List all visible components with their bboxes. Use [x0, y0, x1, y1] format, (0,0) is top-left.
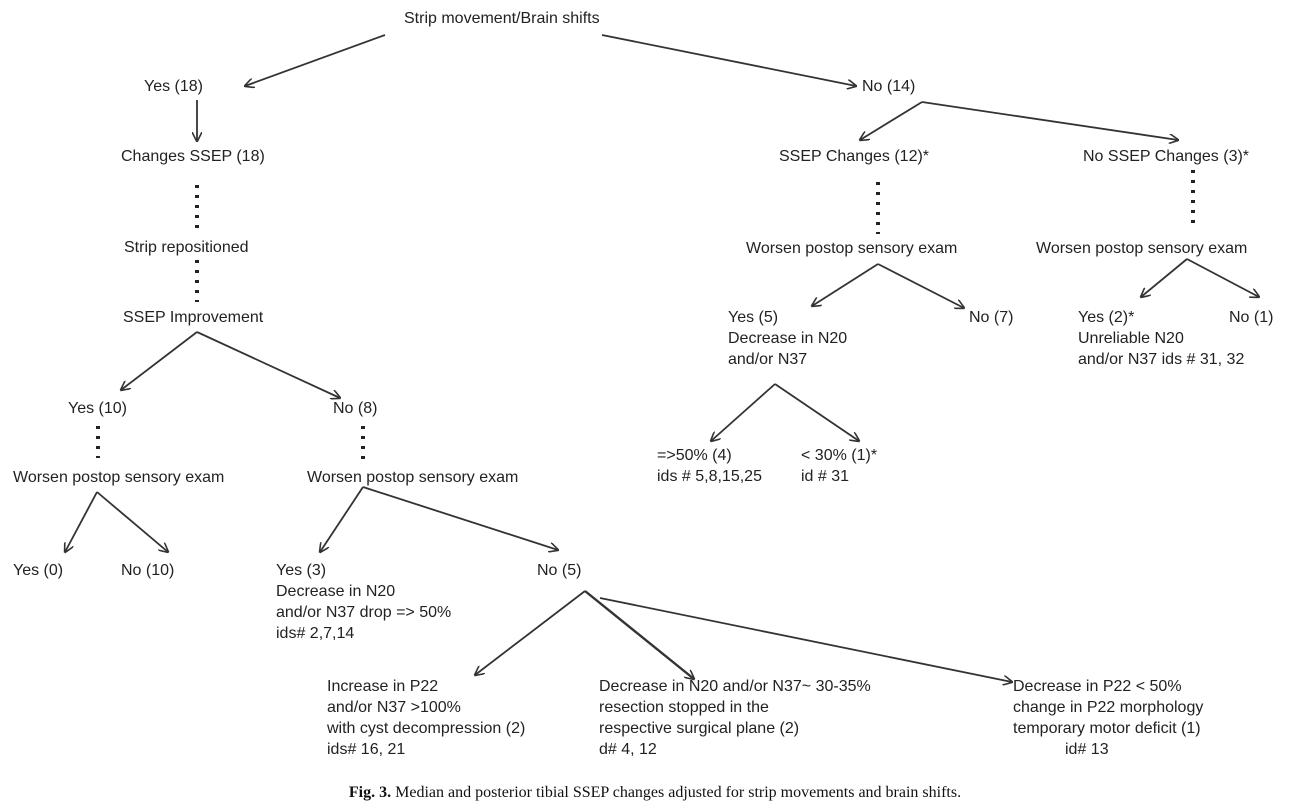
node-line: Decrease in N20 [276, 583, 396, 600]
node-line: id# 13 [1065, 741, 1109, 758]
node-no-7: No (7) [969, 307, 1013, 328]
node-line: Yes (10) [68, 400, 127, 417]
node-line: Yes (0) [13, 562, 64, 579]
node-line: Worsen postop sensory exam [307, 469, 519, 486]
node-line: Unreliable N20 [1078, 330, 1184, 347]
node-line: Yes (2)* [1078, 309, 1135, 326]
node-line: No (10) [121, 562, 175, 579]
caption-text: Median and posterior tibial SSEP changes… [395, 784, 962, 801]
node-worsen-exam-a: Worsen postop sensory exam [13, 467, 224, 488]
node-ge-50: =>50% (4) ids # 5,8,15,25 [657, 445, 762, 487]
node-line: and/or N37 [728, 351, 808, 368]
node-increase-p22: Increase in P22 and/or N37 >100% with cyst… [327, 676, 525, 760]
node-line: Yes (5) [728, 309, 779, 326]
arrow-root-yes18 [245, 34, 386, 86]
node-line: and/or N37 >100% [327, 699, 461, 716]
node-line: Decrease in N20 [728, 330, 848, 347]
node-line: SSEP Improvement [123, 309, 264, 326]
node-strip-repositioned: Strip repositioned [124, 237, 249, 258]
arrow-no5-p22dec [599, 597, 1012, 682]
node-worsen-exam-d: Worsen postop sensory exam [1036, 238, 1247, 259]
node-line: ids # 5,8,15,25 [657, 468, 762, 485]
arrow-worsenc-yes5 [812, 263, 879, 306]
node-no-1: No (1) [1229, 307, 1273, 328]
node-line: with cyst decompression (2) [327, 720, 526, 737]
node-ssep-improvement: SSEP Improvement [123, 307, 263, 328]
node-decrease-p22: Decrease in P22 < 50% change in P22 morph… [1013, 676, 1203, 760]
node-line: No (5) [537, 562, 582, 579]
node-no-10: No (10) [121, 560, 174, 581]
caption-label: Fig. 3. [348, 784, 392, 801]
node-yes-2: Yes (2)* Unreliable N20 and/or N37 ids # 3… [1078, 307, 1244, 370]
node-line: id # 31 [801, 468, 850, 485]
node-line: Increase in P22 [327, 678, 439, 695]
node-line: Worsen postop sensory exam [746, 240, 958, 257]
node-no-5: No (5) [537, 560, 581, 581]
node-yes-3: Yes (3) Decrease in N20 and/or N37 drop =>… [276, 560, 451, 644]
node-lt-30: < 30% (1)* id # 31 [801, 445, 877, 487]
arrow-improve-no8 [196, 331, 340, 398]
node-line: No (14) [862, 78, 916, 95]
node-line: Worsen postop sensory exam [13, 469, 225, 486]
node-line: d# 4, 12 [599, 741, 657, 758]
node-line: Decrease in N20 and/or N37~ 30-35% [599, 678, 871, 695]
node-yes-5: Yes (5) Decrease in N20 and/or N37 [728, 307, 847, 370]
node-line: No SSEP Changes (3)* [1083, 148, 1250, 165]
node-line: Strip movement/Brain shifts [404, 10, 600, 27]
node-line: No (7) [969, 309, 1014, 326]
node-line: temporary motor deficit (1) [1013, 720, 1201, 737]
node-line: and/or N37 drop => 50% [276, 604, 452, 621]
arrow-worsend-yes2 [1141, 258, 1188, 297]
arrow-yes5-lt30 [774, 383, 859, 441]
node-line: SSEP Changes (12)* [779, 148, 930, 165]
node-line: Decrease in P22 < 50% [1013, 678, 1182, 695]
node-line: Changes SSEP (18) [121, 148, 265, 165]
node-yes-0: Yes (0) [13, 560, 63, 581]
node-decrease-n20: Decrease in N20 and/or N37~ 30-35% resec… [599, 676, 871, 760]
node-line: < 30% (1)* [801, 447, 878, 464]
node-no-14: No (14) [862, 76, 915, 97]
node-ssep-changes-12: SSEP Changes (12)* [779, 146, 929, 167]
node-line: Worsen postop sensory exam [1036, 240, 1248, 257]
node-line: =>50% (4) [657, 447, 732, 464]
node-line: resection stopped in the [599, 699, 769, 716]
node-yes-10: Yes (10) [68, 398, 127, 419]
arrow-no14-changes12 [860, 101, 923, 140]
arrow-worsend-no1 [1186, 258, 1259, 297]
arrow-worsenb-no5 [362, 486, 558, 550]
node-line: ids# 16, 21 [327, 741, 406, 758]
arrow-worsenb-yes3 [320, 486, 364, 552]
node-changes-ssep: Changes SSEP (18) [121, 146, 265, 167]
node-line: change in P22 morphology [1013, 699, 1204, 716]
arrow-improve-yes10 [121, 331, 198, 390]
arrow-no5-n20dec [584, 590, 694, 679]
arrow-worsena-yes0 [65, 491, 98, 552]
node-no-8: No (8) [333, 398, 377, 419]
arrow-worsenc-no7 [877, 263, 964, 308]
node-line: respective surgical plane (2) [599, 720, 800, 737]
node-line: No (8) [333, 400, 378, 417]
node-line: Yes (3) [276, 562, 327, 579]
arrow-no14-nochanges3 [921, 101, 1178, 140]
node-line: ids# 2,7,14 [276, 625, 355, 642]
node-line: Yes (18) [144, 78, 203, 95]
node-worsen-exam-b: Worsen postop sensory exam [307, 467, 518, 488]
node-line: Strip repositioned [124, 239, 249, 256]
figure-caption: Fig. 3. Median and posterior tibial SSEP… [0, 784, 1310, 802]
node-root: Strip movement/Brain shifts [404, 8, 600, 29]
node-no-ssep-changes-3: No SSEP Changes (3)* [1083, 146, 1249, 167]
arrow-worsena-no10 [96, 491, 168, 552]
arrow-yes5-ge50 [711, 383, 776, 441]
node-line: and/or N37 ids # 31, 32 [1078, 351, 1245, 368]
arrow-no5-p22inc [475, 590, 586, 675]
node-worsen-exam-c: Worsen postop sensory exam [746, 238, 957, 259]
node-yes-18: Yes (18) [144, 76, 203, 97]
node-line: No (1) [1229, 309, 1274, 326]
arrow-root-no14 [601, 34, 856, 86]
